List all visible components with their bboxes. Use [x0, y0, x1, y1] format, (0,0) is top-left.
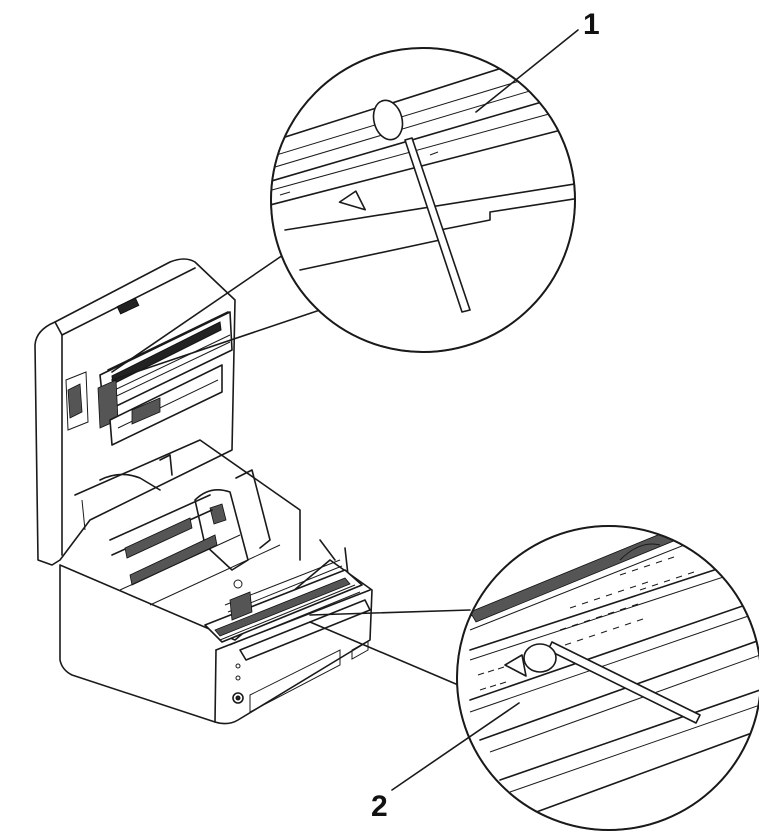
- triangle-marker-icon: [504, 654, 527, 677]
- leader-line-1: [475, 29, 579, 113]
- cotton-swab-icon: [523, 641, 701, 724]
- printer-illustration: [34, 258, 373, 725]
- leader-line-2: [391, 702, 520, 791]
- cotton-swab-icon: [372, 99, 471, 313]
- zoom-connectors: [111, 254, 471, 691]
- magnifier-circle-icon: [456, 525, 759, 831]
- magnifier-circle-icon: [270, 47, 576, 353]
- callout-label-2: 2: [371, 790, 388, 823]
- triangle-marker-icon: [338, 190, 367, 211]
- callout-label-1: 1: [583, 8, 600, 41]
